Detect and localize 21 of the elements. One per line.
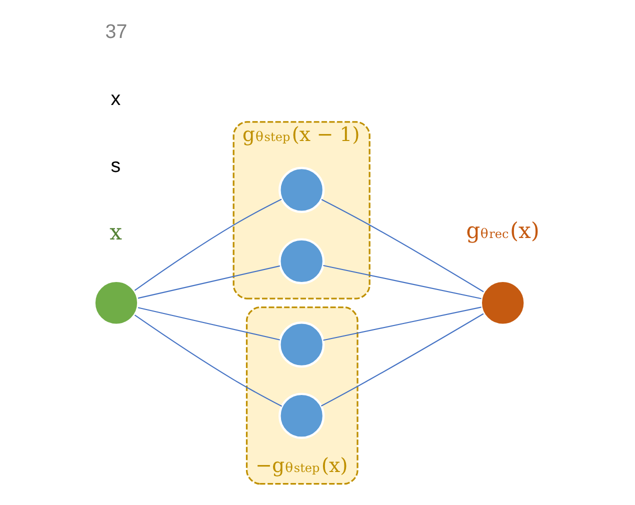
node-label: gθrec(x) (466, 218, 540, 244)
label: 37 (105, 20, 128, 42)
cluster: −gθstep(x) (246, 306, 358, 484)
connector (320, 312, 484, 406)
connector (134, 198, 282, 290)
node-circle (278, 166, 325, 212)
label: s (110, 154, 121, 176)
node-circle (278, 392, 325, 438)
connector (138, 264, 280, 298)
connector (321, 198, 484, 292)
connector (323, 306, 482, 340)
label: x (110, 87, 121, 110)
connector (138, 306, 280, 340)
node-circle (278, 238, 325, 284)
node-circle (93, 279, 140, 326)
connector (323, 264, 482, 299)
connector (134, 314, 282, 406)
node-circle (278, 321, 325, 368)
node-label: x (110, 220, 122, 245)
cluster: gθstep(x − 1) (232, 120, 370, 299)
node-circle (480, 279, 526, 326)
